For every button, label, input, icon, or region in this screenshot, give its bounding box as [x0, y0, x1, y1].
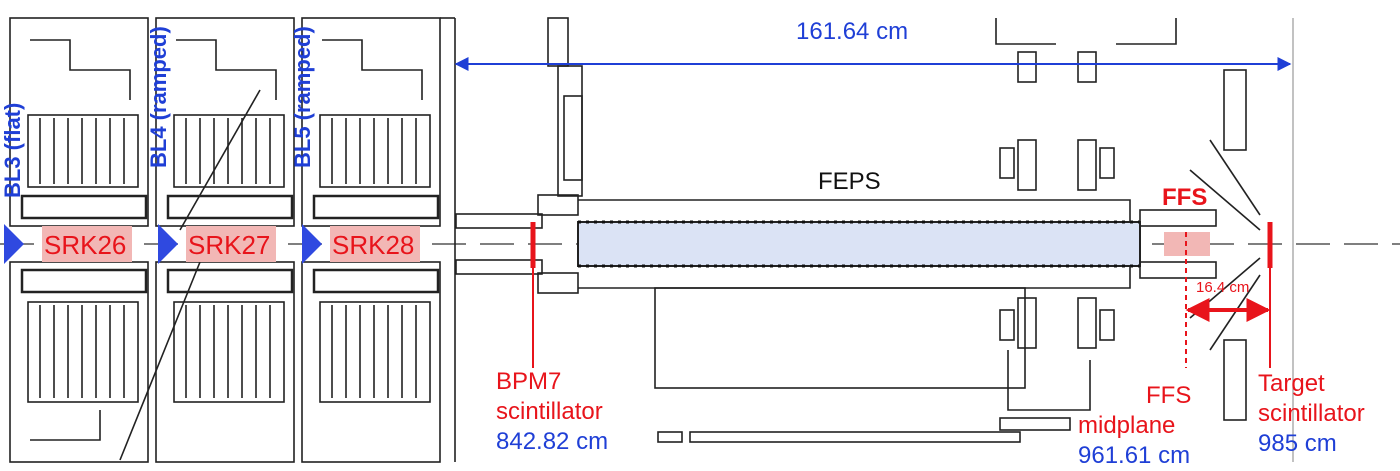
- beam-pipe-upstream: [455, 194, 579, 294]
- bpm7-position: 842.82 cm: [496, 428, 609, 455]
- target-position: 985 cm: [1258, 430, 1337, 457]
- srk27-highlight: [186, 226, 276, 262]
- cavity-label-srk28: SRK28: [332, 230, 415, 260]
- cavity-module-srk28: [301, 17, 456, 463]
- ffs-gap-label: 16.4 cm: [1196, 279, 1250, 296]
- beamline-label-bl4: BL4 (ramped): [146, 26, 171, 168]
- feps-upper-port: [547, 17, 583, 197]
- ffs-midplane-label-1: FFS: [1146, 382, 1192, 409]
- bpm7-scintillator-label: scintillator: [496, 398, 603, 425]
- cavity-module-srk27: [119, 17, 295, 463]
- flange-assembly-upper: [995, 18, 1177, 191]
- bpm7-label: BPM7: [496, 368, 562, 395]
- ffs-label: FFS: [1162, 184, 1208, 211]
- ffs-midplane-position: 961.61 cm: [1078, 442, 1191, 469]
- flange-assembly-lower: [999, 297, 1115, 431]
- cavity-label-srk26: SRK26: [44, 230, 127, 260]
- ffs-midplane-label-2: midplane: [1078, 412, 1176, 439]
- beamline-label-bl5: BL5 (ramped): [290, 26, 315, 168]
- cavity-label-srk27: SRK27: [188, 230, 271, 260]
- feps-beam-pipe: [577, 221, 1141, 267]
- feps-label: FEPS: [818, 168, 881, 195]
- beamline-label-bl3: BL3 (flat): [0, 102, 25, 198]
- srk28-highlight: [330, 226, 420, 262]
- target-label: Target: [1258, 370, 1325, 397]
- srk26-highlight: [42, 226, 132, 262]
- beam-arrow-3: [302, 224, 322, 264]
- beam-arrow-2: [158, 224, 178, 264]
- target-scintillator-label: scintillator: [1258, 400, 1365, 427]
- dimension-label: 161.64 cm: [796, 18, 909, 45]
- cavity-module-srk26: [9, 17, 149, 463]
- feps-housing: [578, 199, 1131, 443]
- beam-arrow-1: [4, 224, 24, 264]
